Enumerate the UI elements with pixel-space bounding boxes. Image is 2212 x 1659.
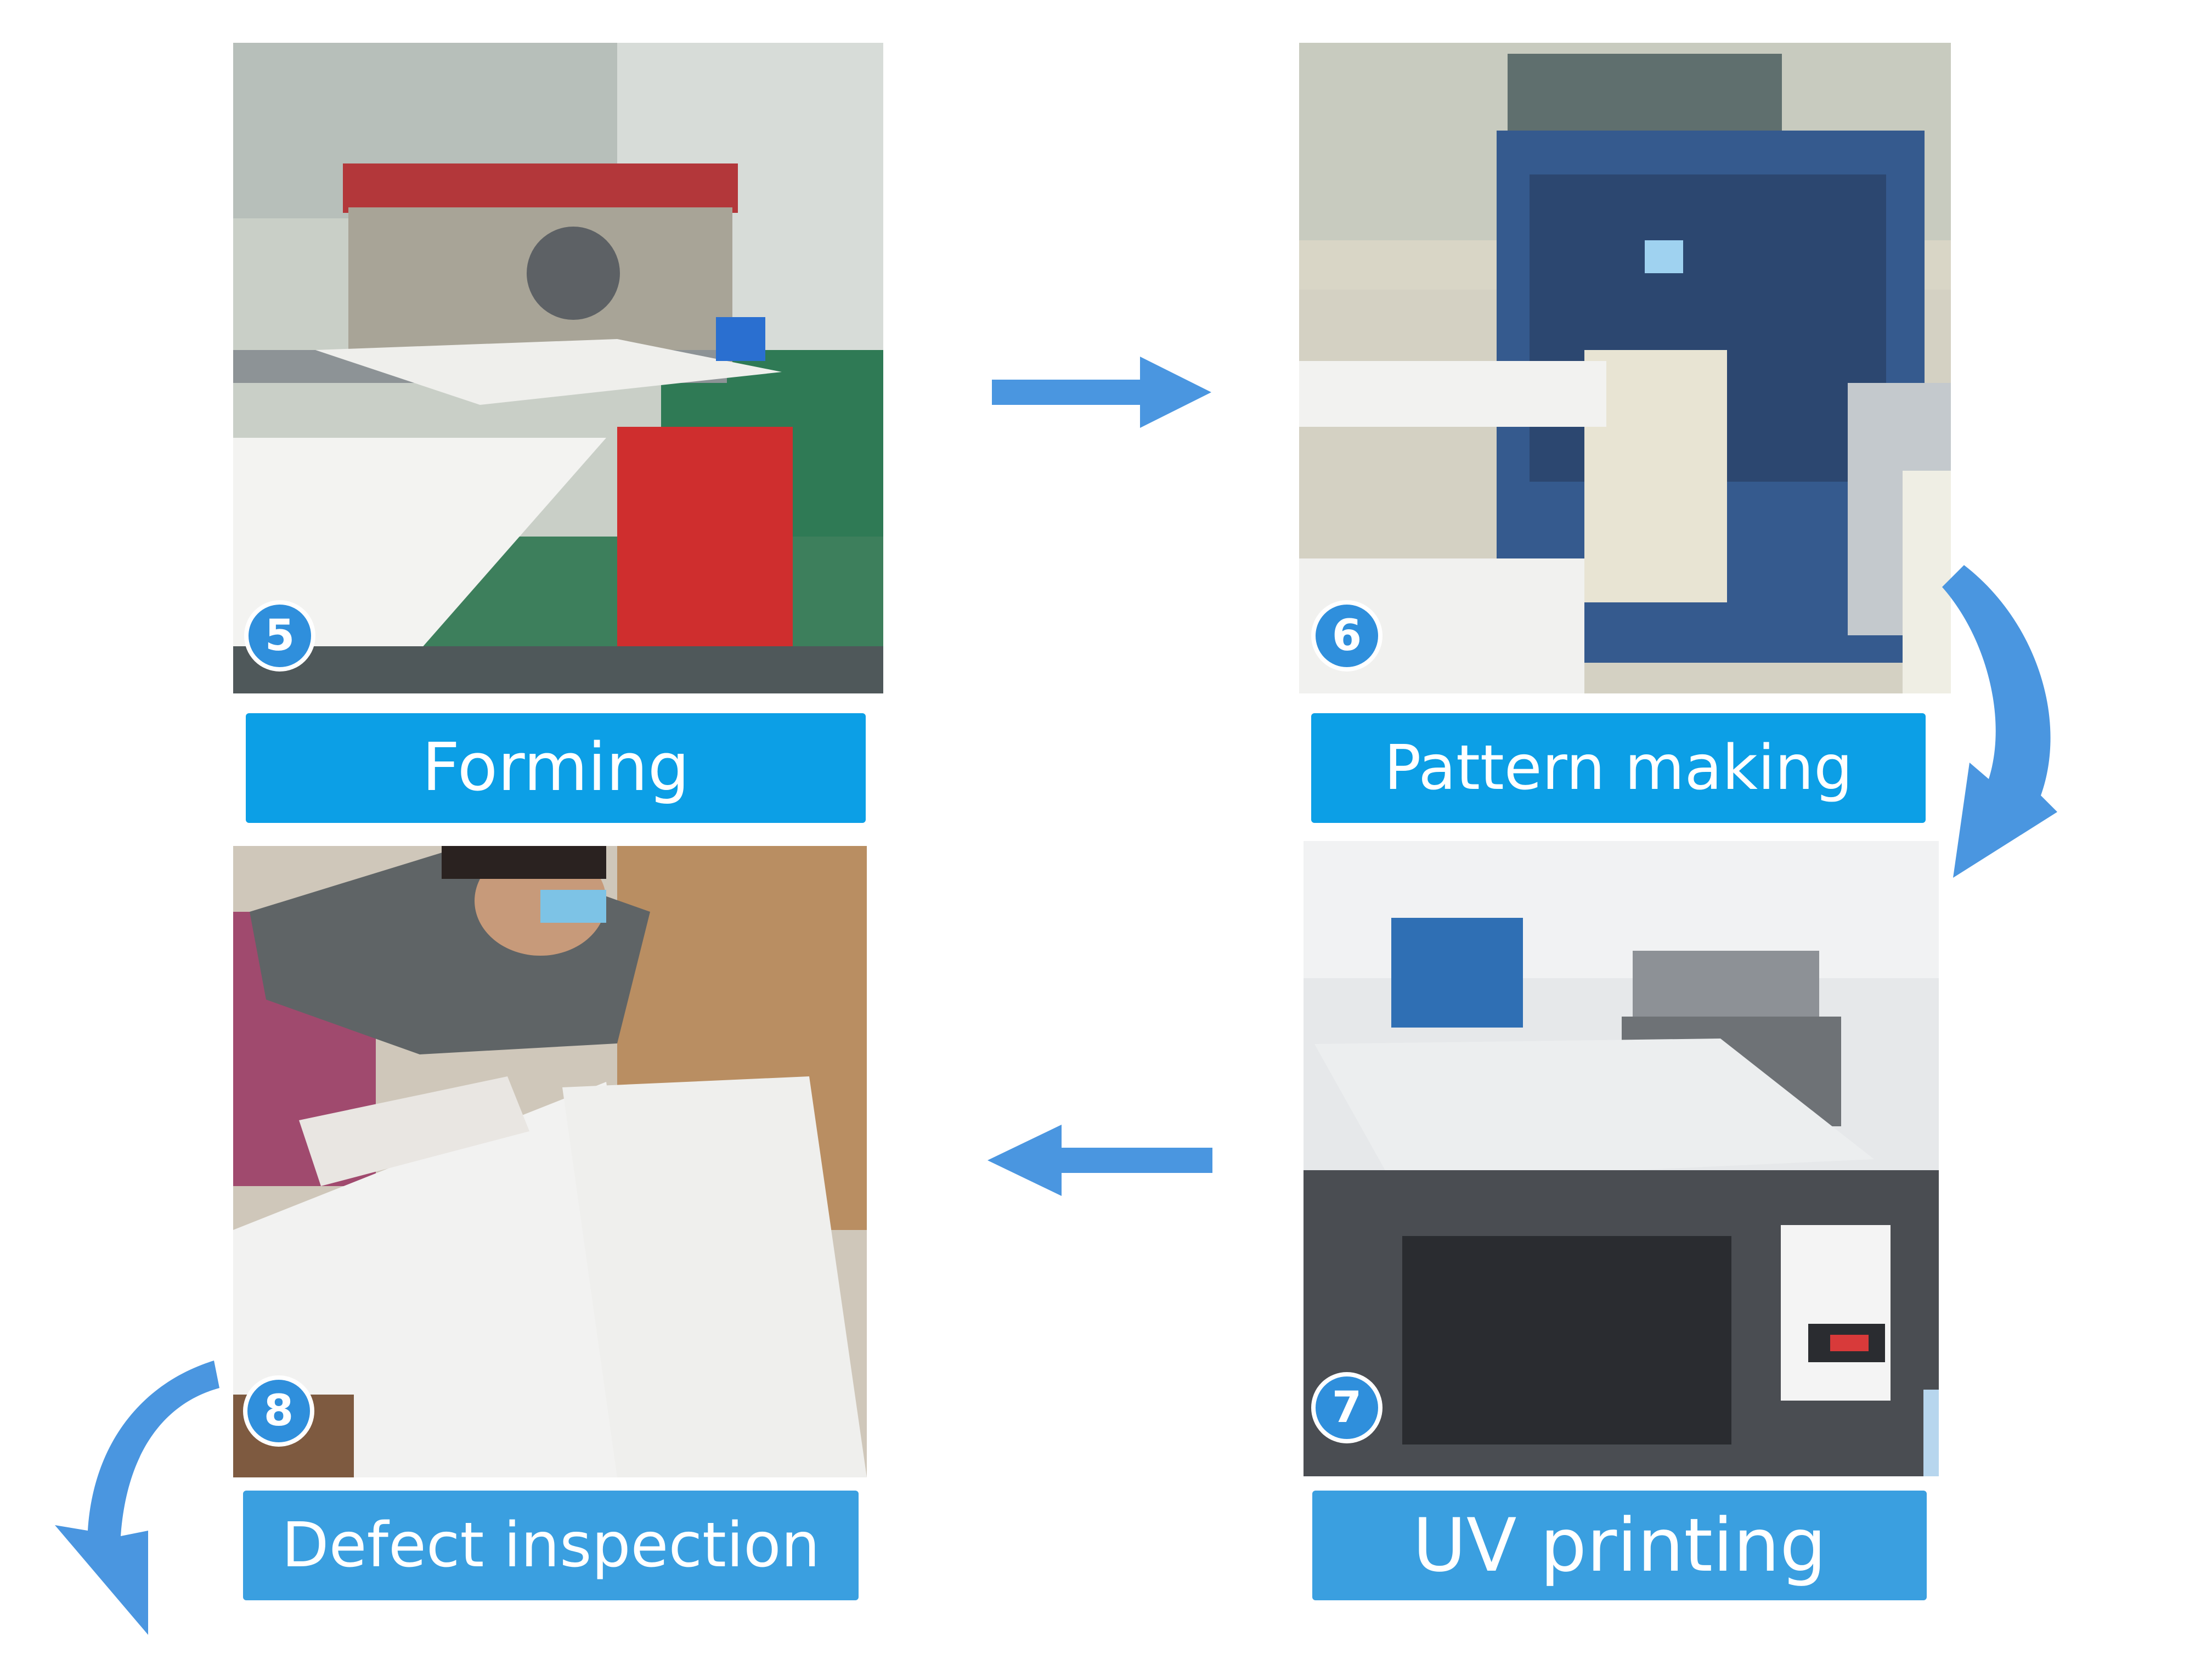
arrow-left-icon	[988, 1125, 1212, 1196]
step-number-badge: 6	[1311, 600, 1383, 672]
curved-arrow-down-icon	[1942, 565, 2057, 878]
forming-caption: Forming	[246, 713, 866, 823]
uv-printing-caption: UV printing	[1312, 1491, 1927, 1600]
step-number-badge: 5	[244, 600, 315, 672]
forming-photo: 5	[233, 43, 883, 693]
step-number-badge: 8	[243, 1375, 314, 1447]
uv-printing-photo: 7	[1304, 841, 1939, 1476]
curved-arrow-down-icon	[55, 1361, 219, 1635]
arrow-right-icon	[992, 357, 1211, 428]
defect-inspection-caption: Defect inspection	[243, 1491, 859, 1600]
pattern-making-caption: Pattern making	[1311, 713, 1926, 823]
step-number-badge: 7	[1311, 1372, 1383, 1443]
defect-inspection-photo: 8	[233, 846, 867, 1477]
pattern-making-photo: 6	[1299, 43, 1951, 693]
